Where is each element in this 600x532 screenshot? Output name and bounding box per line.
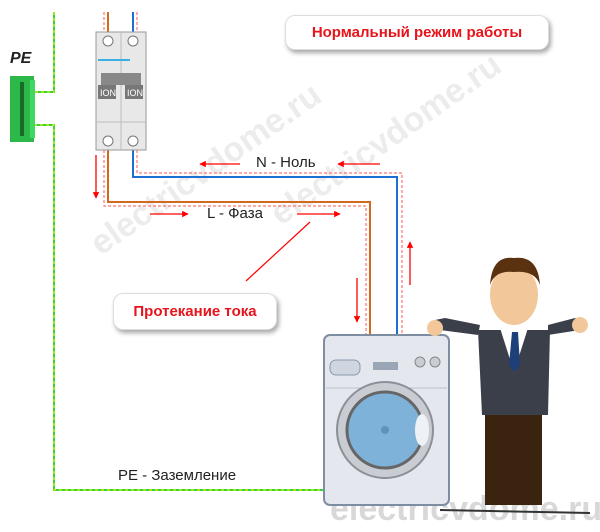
washing-machine [323,334,450,506]
current-flow-callout: Протекание тока [113,293,277,330]
left-switch-label: ION [100,88,116,98]
neutral-label: N - Ноль [256,154,316,171]
phase-label: L - Фаза [207,205,263,222]
man-illustration [427,257,591,514]
phase-current-path [103,150,367,335]
pe-terminal-bus [10,76,35,142]
circuit-breaker: ION ION [95,31,147,151]
callout-pointer [245,221,311,282]
right-switch-label: ION [127,88,143,98]
neutral-current-path [136,150,403,335]
pe-bus-label: PE [10,50,32,67]
ground-label: PE - Заземление [118,467,237,484]
ground-wire [34,12,325,491]
mode-title-callout: Нормальный режим работы [285,15,549,50]
current-arrows [92,155,414,323]
